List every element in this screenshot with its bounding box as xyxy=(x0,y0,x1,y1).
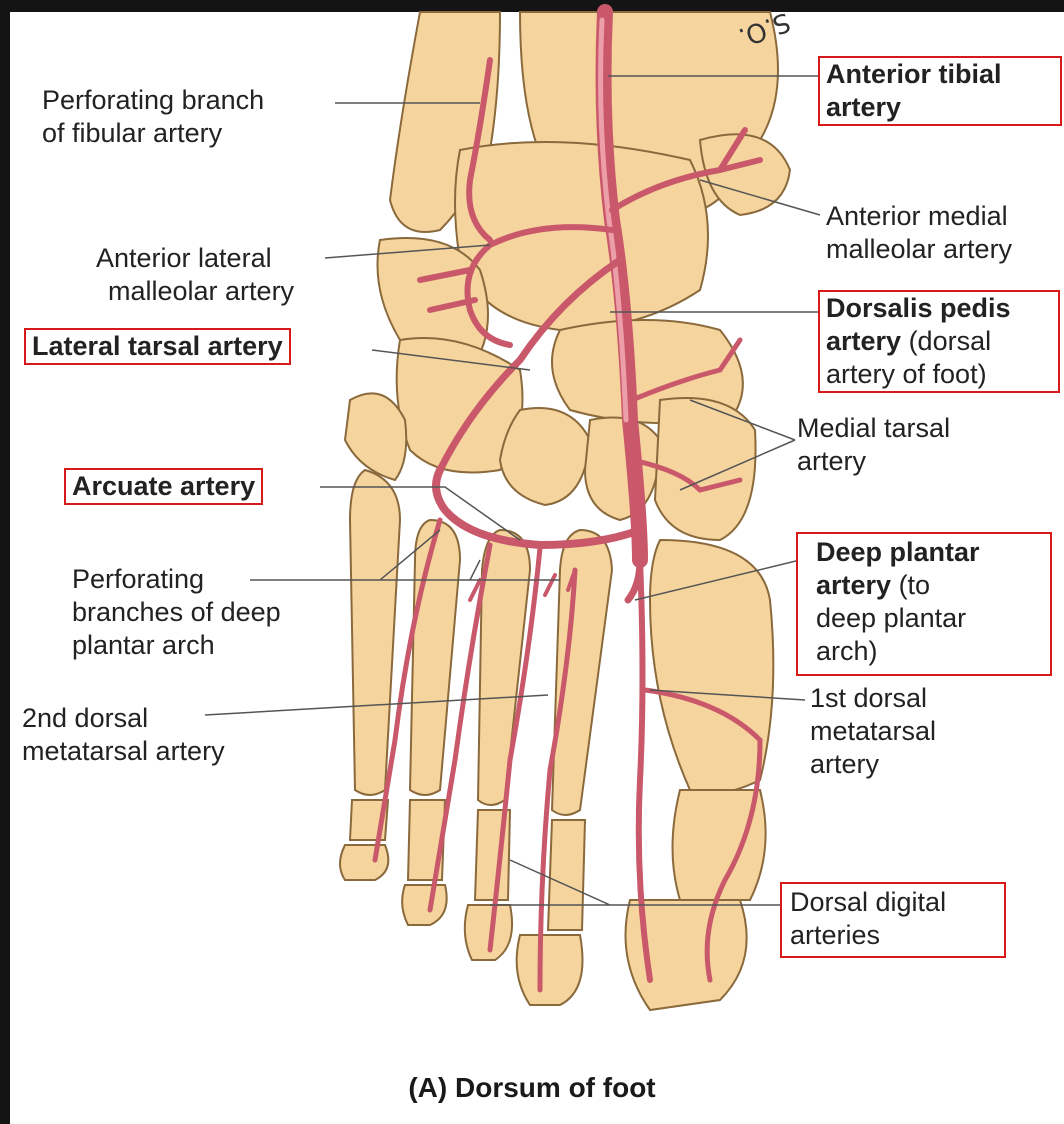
talus-bone xyxy=(455,142,708,330)
deep-plantar-artery xyxy=(628,560,640,600)
toe-5-distal xyxy=(340,845,388,880)
label-dorsalis-pedis: Dorsalis pedis artery (dorsal artery of … xyxy=(818,290,1060,393)
label-lateral-tarsal: Lateral tarsal artery xyxy=(24,328,291,365)
label-first-dorsal-metatarsal: 1st dorsal metatarsal artery xyxy=(810,682,936,781)
toe-4-distal xyxy=(402,885,447,925)
lateral-cuneiform xyxy=(500,408,590,505)
fifth-metatarsal-tuberosity xyxy=(345,393,406,480)
toe-2-proximal xyxy=(548,820,585,930)
label-medial-tarsal: Medial tarsal artery xyxy=(797,412,950,478)
label-perforating-deep-plantar: Perforating branches of deep plantar arc… xyxy=(72,563,281,662)
label-perforating-fibular: Perforating branch of fibular artery xyxy=(42,84,264,150)
figure-caption: (A) Dorsum of foot xyxy=(0,1072,1064,1104)
label-arcuate: Arcuate artery xyxy=(64,468,263,505)
toe-2-distal xyxy=(517,935,583,1005)
label-anterior-medial-malleolar: Anterior medial malleolar artery xyxy=(826,200,1012,266)
metatarsal-1 xyxy=(650,540,773,793)
intermediate-cuneiform xyxy=(585,418,660,521)
metatarsal-2 xyxy=(552,530,612,815)
label-second-dorsal-metatarsal: 2nd dorsal metatarsal artery xyxy=(22,702,225,768)
label-anterior-lateral-malleolar: Anterior lateral malleolar artery xyxy=(96,242,294,308)
label-deep-plantar: Deep plantar artery (to deep plantar arc… xyxy=(796,532,1052,676)
label-anterior-tibial: Anterior tibial artery xyxy=(818,56,1062,126)
label-dorsal-digital: Dorsal digital arteries xyxy=(780,882,1006,958)
metatarsal-4 xyxy=(410,520,460,795)
